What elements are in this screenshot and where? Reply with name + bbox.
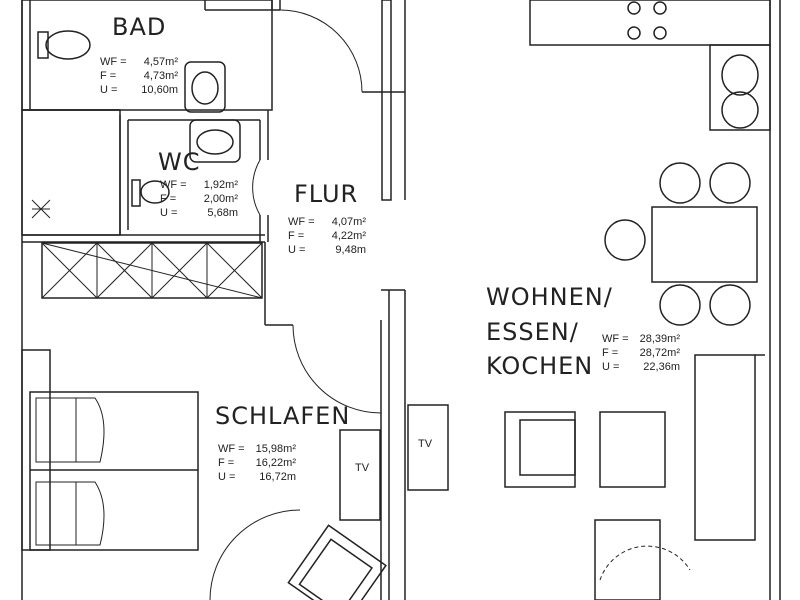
tv-label-living: TV [418, 438, 433, 450]
tv-label-bedroom: TV [355, 462, 370, 474]
room-name-bad: BAD [112, 13, 167, 41]
wf-key: WF = [602, 333, 629, 345]
wc-u: 5,68m [207, 207, 238, 219]
flur-measurements: WF = 4,07m² F = 4,22m² U = 9,48m [288, 215, 366, 257]
wf-key: WF = [160, 179, 187, 191]
schlafen-f: 16,22m² [255, 457, 296, 469]
f-key: F = [160, 193, 177, 205]
wf-key: WF = [288, 216, 315, 228]
schlafen-measurements: WF = 15,98m² F = 16,22m² U = 16,72m [218, 442, 296, 484]
u-key: U = [100, 84, 118, 96]
wf-key: WF = [100, 56, 127, 68]
f-key: F = [100, 70, 117, 82]
u-key: U = [602, 361, 620, 373]
schlafen-wf: 15,98m² [255, 443, 296, 455]
room-name-wohnen-line1: WOHNEN/ [486, 283, 613, 311]
schlafen-u: 16,72m [259, 471, 296, 483]
wc-measurements: WF = 1,92m² F = 2,00m² U = 5,68m [160, 178, 238, 220]
wohnen-u: 22,36m [643, 361, 680, 373]
flur-u: 9,48m [335, 244, 366, 256]
flur-wf: 4,07m² [331, 216, 366, 228]
f-key: F = [218, 457, 235, 469]
bad-measurements: WF = 4,57m² F = 4,73m² U = 10,60m [100, 55, 178, 97]
wohnen-measurements: WF = 28,39m² F = 28,72m² U = 22,36m [602, 332, 680, 374]
bad-f: 4,73m² [143, 70, 178, 82]
room-name-wohnen-line2: ESSEN/ [486, 318, 579, 346]
room-name-schlafen: SCHLAFEN [215, 402, 351, 430]
bad-wf: 4,57m² [143, 56, 178, 68]
wc-wf: 1,92m² [203, 179, 238, 191]
u-key: U = [288, 244, 306, 256]
room-name-flur: FLUR [294, 180, 359, 208]
f-key: F = [602, 347, 619, 359]
u-key: U = [218, 471, 236, 483]
u-key: U = [160, 207, 178, 219]
wc-f: 2,00m² [203, 193, 238, 205]
bad-u: 10,60m [141, 84, 178, 96]
wf-key: WF = [218, 443, 245, 455]
f-key: F = [288, 230, 305, 242]
wohnen-f: 28,72m² [639, 347, 680, 359]
flur-f: 4,22m² [331, 230, 366, 242]
room-name-wohnen-line3: KOCHEN [486, 352, 594, 380]
wohnen-wf: 28,39m² [639, 333, 680, 345]
room-name-wc: WC [158, 148, 201, 176]
